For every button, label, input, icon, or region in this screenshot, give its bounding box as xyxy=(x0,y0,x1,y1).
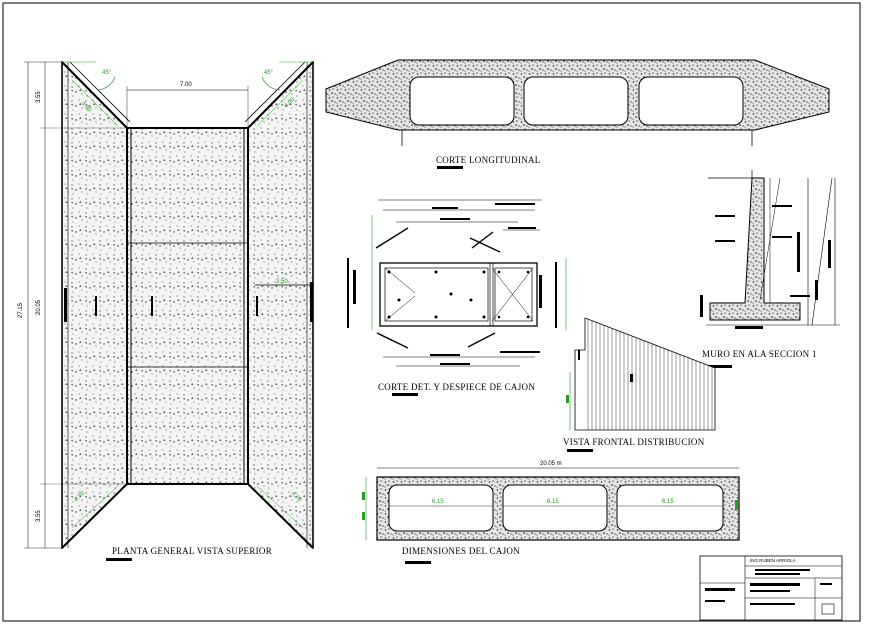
box-cell-dim-2: 6.15 xyxy=(547,499,559,505)
dim-angle-right: 45° xyxy=(264,70,274,76)
front-distribution xyxy=(566,317,716,452)
box-dimensions xyxy=(362,467,740,564)
box-dims-title: DIMENSIONES DEL CAJON xyxy=(402,546,520,556)
wing-wall-title: MURO EN ALA SECCION 1 xyxy=(702,349,817,359)
plan-deck xyxy=(126,127,249,485)
plan-title: PLANTA GENERAL VISTA SUPERIOR xyxy=(112,546,273,556)
longitudinal-title: CORTE LONGITUDINAL xyxy=(436,155,541,165)
sheet-border xyxy=(2,2,861,622)
dim-inner-length: 20.05 xyxy=(36,299,42,315)
box-detail xyxy=(347,199,567,396)
title-block-engineer: ING.RUBEN ARRIOLA xyxy=(750,558,796,563)
dim-end-left-bottom: 3.55 xyxy=(36,510,42,522)
dim-end-left-top: 3.55 xyxy=(36,91,42,103)
dim-overall-length: 27.15 xyxy=(18,302,24,318)
plan-view xyxy=(24,60,314,550)
longitudinal-section xyxy=(325,59,830,169)
dim-top-width: 7.00 xyxy=(180,82,192,88)
wing-wall-body xyxy=(709,177,801,321)
dim-side-mark: 3.50 xyxy=(276,279,288,285)
wing-wall-section xyxy=(700,170,840,368)
box-outer xyxy=(379,262,538,327)
title-block xyxy=(699,555,843,621)
box-cell-dim-3: 6.15 xyxy=(662,499,674,505)
front-title: VISTA FRONTAL DISTRIBUCION xyxy=(563,437,705,447)
box-cell-dim-1: 6.15 xyxy=(432,499,444,505)
dim-angle-left: 45° xyxy=(102,70,112,76)
box-detail-title: CORTE DET. Y DESPIECE DE CAJON xyxy=(378,382,536,392)
box-overall-dim: 20.05 m xyxy=(540,461,562,467)
